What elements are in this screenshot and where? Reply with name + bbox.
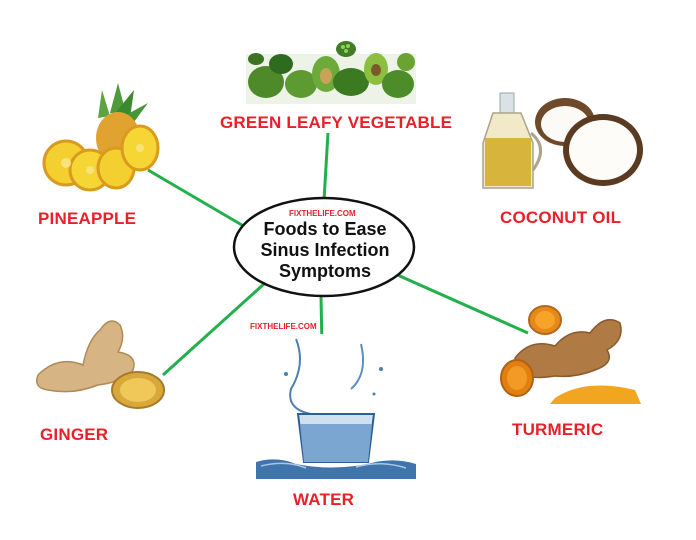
label-turmeric: TURMERIC [512,420,604,439]
ginger-image [36,320,165,409]
center-title-line2: Sinus Infection [260,240,390,260]
connector-green [322,132,330,201]
center-title-line1: Foods to Ease [263,219,387,239]
label-water: WATER [293,490,355,509]
label-coconut-oil: COCONUT OIL [500,208,622,227]
connector-ginger [161,281,267,377]
connector-turmeric [392,271,529,335]
center-title: Foods to Ease Sinus Infection Symptoms [240,219,410,282]
water-watermark: FIXTHELIFE.COM [250,322,317,331]
center-watermark: FIXTHELIFE.COM [289,209,356,218]
coconut-oil-image [482,92,643,189]
pineapple-image [42,83,160,192]
label-green-leafy-vegetable: GREEN LEAFY VEGETABLE [220,113,453,132]
green-vegetables-image [246,41,416,104]
center-ellipse [232,196,416,298]
label-ginger: GINGER [40,425,109,444]
water-glass-image [256,334,416,479]
turmeric-image [500,305,641,404]
label-pineapple: PINEAPPLE [38,209,137,228]
connector-pineapple [147,168,248,230]
center-title-line3: Symptoms [278,261,372,281]
